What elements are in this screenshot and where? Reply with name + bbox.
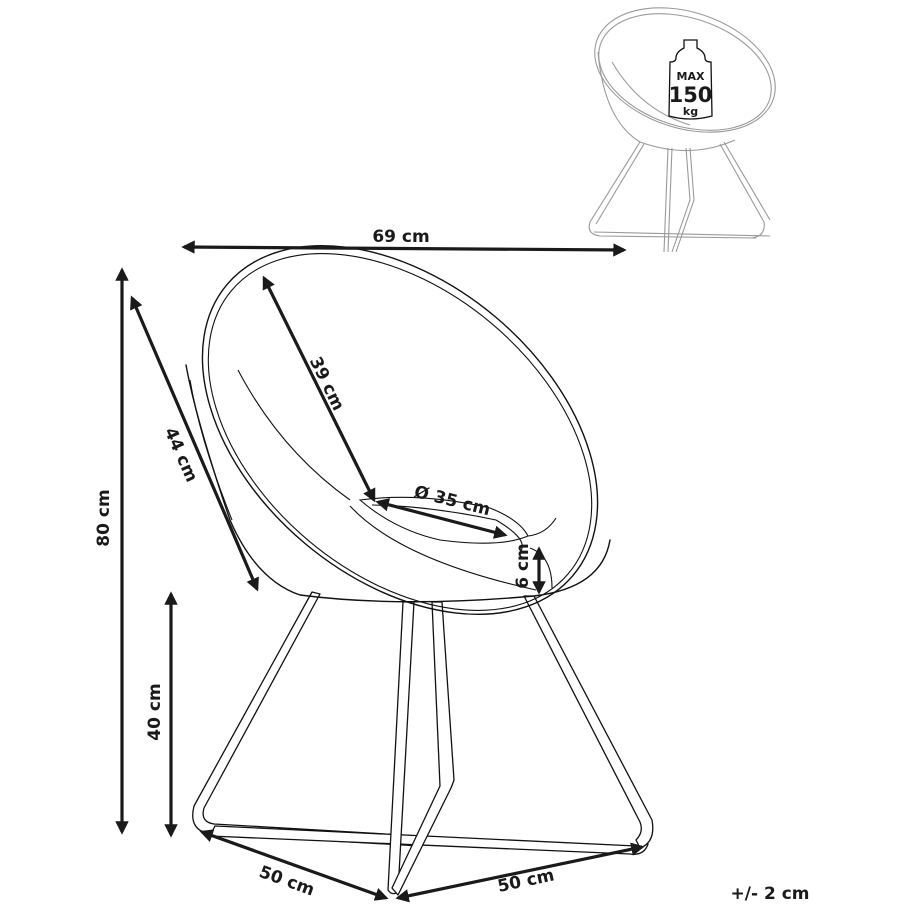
back-inner-arrow	[262, 275, 376, 503]
base-left-arrow	[199, 829, 389, 901]
label-cushion-thickness: 6 cm	[513, 543, 533, 589]
main-chair	[185, 245, 654, 896]
label-tolerance: +/- 2 cm	[731, 884, 810, 904]
badge-unit-label: kg	[683, 105, 698, 118]
label-seat-height: 40 cm	[145, 683, 165, 740]
badge-max-label: MAX	[677, 70, 705, 83]
chair-legs	[192, 591, 654, 896]
label-overall-height: 80 cm	[94, 489, 114, 546]
dimension-lines	[115, 240, 645, 903]
badge-weight-value: 150	[669, 83, 713, 107]
width-arrow	[181, 240, 627, 257]
label-backrest-inner: 39 cm	[305, 354, 348, 414]
base-right-arrow	[395, 842, 645, 903]
label-base-right: 50 cm	[496, 865, 556, 896]
max-load-badge: MAX 150 kg	[668, 39, 713, 120]
label-backrest-diagonal: 44 cm	[160, 425, 202, 486]
label-base-left: 50 cm	[256, 862, 317, 900]
chair-bowl	[185, 245, 611, 615]
seat-diameter-arrow	[375, 498, 508, 539]
thumbnail-chair: MAX 150 kg	[588, 7, 776, 253]
back-diagonal-arrow	[130, 295, 259, 592]
label-overall-width: 69 cm	[372, 227, 429, 247]
